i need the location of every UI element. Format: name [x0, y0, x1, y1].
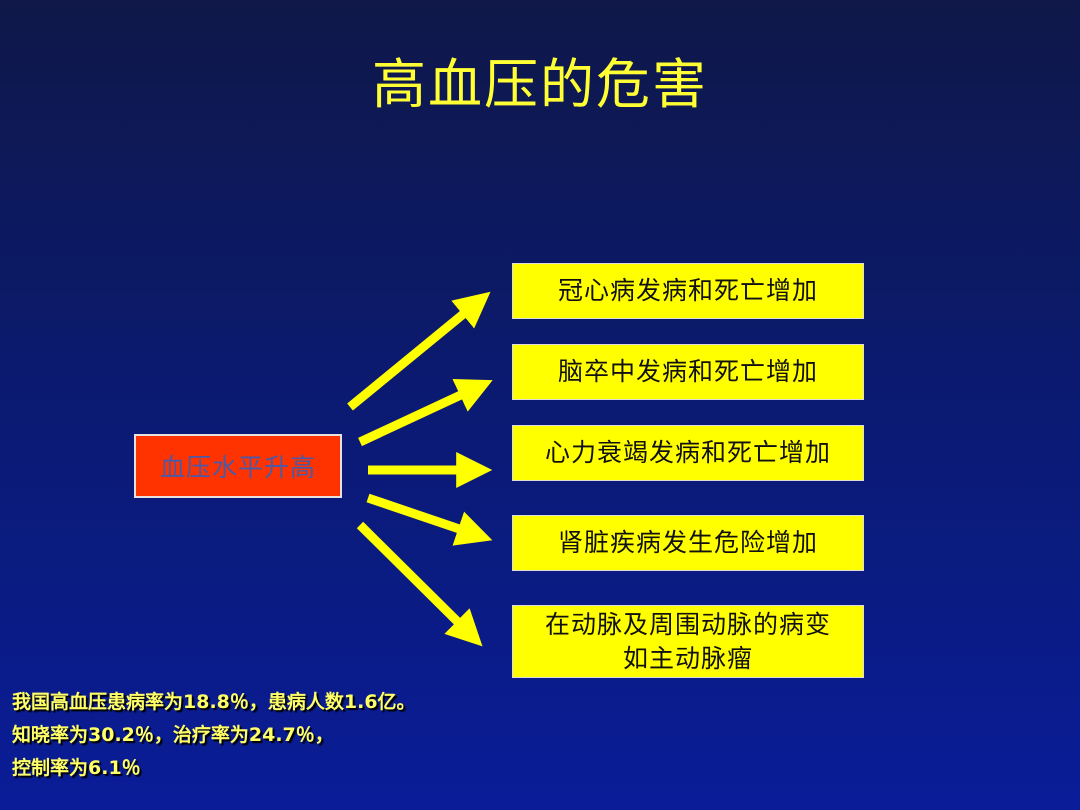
slide-title: 高血压的危害: [372, 53, 708, 116]
arrow-icon-1: [347, 291, 491, 411]
stats-line-control: 控制率为6.1％: [12, 757, 141, 779]
effect-label: 心力衰竭发病和死亡增加: [544, 438, 831, 467]
source-box-label: 血压水平升高: [159, 453, 316, 482]
statistics-text: 我国高血压患病率为18.8％，患病人数1.6亿。 知晓率为30.2％，治疗率为2…: [12, 686, 416, 785]
effect-box-kidney: 肾脏疾病发生危险增加: [512, 515, 864, 571]
effect-label: 脑卒中发病和死亡增加: [557, 357, 818, 386]
effect-label: 肾脏疾病发生危险增加: [557, 528, 818, 557]
effect-label: 冠心病发病和死亡增加: [557, 276, 818, 305]
effect-label-line1: 在动脉及周围动脉的病变: [544, 609, 831, 639]
effect-label-line2: 如主动脉瘤: [622, 643, 753, 673]
effect-box-heart-failure: 心力衰竭发病和死亡增加: [512, 425, 864, 481]
source-box-blood-pressure-rise: 血压水平升高: [134, 434, 342, 498]
stats-line-awareness-treatment: 知晓率为30.2％，治疗率为24.7％，: [12, 724, 334, 746]
arrow-icon-5: [356, 521, 483, 647]
stats-line-prevalence: 我国高血压患病率为18.8％，患病人数1.6亿。: [12, 691, 416, 713]
arrow-icon-2: [358, 379, 493, 447]
effect-box-arterial: 在动脉及周围动脉的病变 如主动脉瘤: [512, 605, 864, 678]
arrow-icon-4: [366, 493, 493, 546]
effect-box-stroke: 脑卒中发病和死亡增加: [512, 344, 864, 400]
effect-box-coronary: 冠心病发病和死亡增加: [512, 263, 864, 319]
